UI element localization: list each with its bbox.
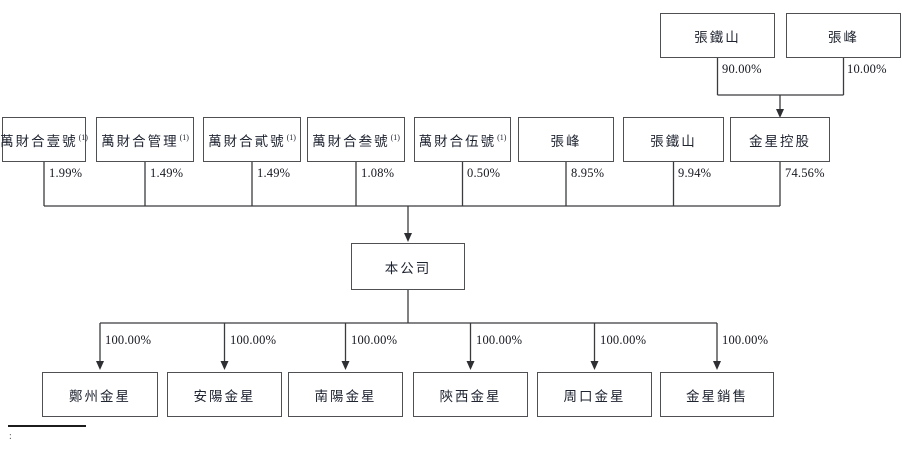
ownership-pct-zhang-tieshan: 90.00%	[722, 62, 762, 76]
ownership-pct-zhengzhou: 100.00%	[105, 333, 152, 347]
entity-label: 南陽金星	[314, 388, 377, 404]
ownership-pct-zhang-feng: 10.00%	[847, 62, 887, 76]
entity-label: 萬財合貳號(1)	[208, 133, 296, 149]
entity-label: 萬財合壹號(1)	[0, 133, 88, 149]
ownership-pct-wancaihe-sanhao: 1.08%	[361, 166, 395, 180]
entity-box-zhang-tieshan: 張鐵山	[623, 117, 724, 162]
ownership-pct-zhang-feng-mid: 8.95%	[571, 166, 605, 180]
footnote-ref: (1)	[286, 133, 296, 142]
entity-label: 張峰	[828, 29, 859, 45]
entity-label: 陝西金星	[439, 388, 502, 404]
entity-label: 鄭州金星	[69, 388, 131, 404]
entity-box-wancaihe-erhao: 萬財合貳號(1)	[203, 117, 301, 162]
entity-label: 張鐵山	[650, 133, 697, 149]
entity-box-zhang-tieshan-top: 張鐵山	[660, 13, 775, 58]
entity-box-zhoukou-jinxing: 周口金星	[537, 372, 652, 417]
entity-box-wancaihe-wuhao: 萬財合伍號(1)	[414, 117, 511, 162]
footnote-ref: (1)	[78, 133, 88, 142]
entity-label: 金星控股	[749, 133, 811, 149]
ownership-pct-sales: 100.00%	[722, 333, 769, 347]
entity-label: 本公司	[384, 260, 432, 276]
entity-box-wancaihe-guanli: 萬財合管理(1)	[96, 117, 194, 162]
entity-box-zhang-feng: 張峰	[518, 117, 614, 162]
footnote-divider	[8, 425, 86, 427]
ownership-pct-wancaihe-yihao: 1.99%	[49, 166, 83, 180]
ownership-pct-anyang: 100.00%	[230, 333, 277, 347]
entity-label: 張鐵山	[694, 29, 741, 45]
entity-box-anyang-jinxing: 安陽金星	[167, 372, 282, 417]
footnote-ref: (1)	[179, 133, 189, 142]
entity-box-jinxing-holdings: 金星控股	[730, 117, 830, 162]
ownership-pct-jinxing-holdings: 74.56%	[785, 166, 825, 180]
entity-label: 安陽金星	[193, 388, 256, 404]
entity-box-company: 本公司	[351, 243, 465, 290]
entity-label: 萬財合管理(1)	[101, 133, 189, 149]
entity-label: 金星銷售	[686, 388, 748, 404]
ownership-pct-nanyang: 100.00%	[351, 333, 398, 347]
footnote-ref: (1)	[497, 133, 507, 142]
entity-label: 周口金星	[563, 388, 626, 404]
footnote-ref: (1)	[390, 133, 400, 142]
entity-box-nanyang-jinxing: 南陽金星	[288, 372, 403, 417]
ownership-pct-zhoukou: 100.00%	[600, 333, 647, 347]
entity-box-zhengzhou-jinxing: 鄭州金星	[42, 372, 158, 417]
entity-box-jinxing-sales: 金星銷售	[660, 372, 774, 417]
ownership-pct-zhang-tieshan-mid: 9.94%	[678, 166, 712, 180]
entity-box-zhang-feng-top: 張峰	[786, 13, 901, 58]
entity-label: 萬財合伍號(1)	[418, 133, 507, 149]
entity-box-wancaihe-sanhao: 萬財合叁號(1)	[307, 117, 405, 162]
entity-label: 張峰	[550, 133, 582, 149]
entity-box-wancaihe-yihao: 萬財合壹號(1)	[0, 117, 88, 162]
ownership-pct-shaanxi: 100.00%	[476, 333, 523, 347]
ownership-pct-wancaihe-guanli: 1.49%	[150, 166, 184, 180]
footnote-mark: :	[9, 431, 12, 442]
entity-label: 萬財合叁號(1)	[312, 133, 400, 149]
ownership-pct-wancaihe-erhao: 1.49%	[257, 166, 291, 180]
entity-box-shaanxi-jinxing: 陝西金星	[413, 372, 528, 417]
ownership-pct-wancaihe-wuhao: 0.50%	[467, 166, 501, 180]
